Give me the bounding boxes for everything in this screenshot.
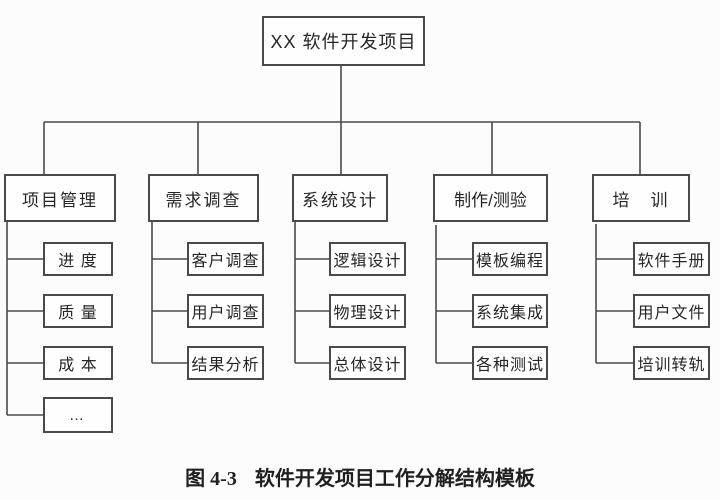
branch4-spine — [435, 225, 472, 364]
child-node-user-survey: 用户调查 — [187, 294, 264, 328]
branch1-spine — [6, 222, 43, 416]
branch2-spine — [151, 222, 187, 364]
child-node-physical-design: 物理设计 — [329, 294, 406, 328]
child-node-various-tests: 各种测试 — [472, 346, 548, 380]
child-node-ellipsis: … — [43, 397, 113, 433]
child-node-quality: 质 量 — [43, 294, 113, 328]
child-node-software-manual: 软件手册 — [633, 242, 710, 276]
child-node-result-analysis: 结果分析 — [187, 346, 264, 380]
child-node-progress: 进 度 — [43, 242, 113, 276]
branch-node-training: 培 训 — [592, 174, 690, 222]
child-node-template-programming: 模板编程 — [472, 242, 548, 276]
child-node-user-documents: 用户文件 — [633, 294, 710, 328]
branch5-spine — [595, 224, 633, 364]
figure-title: 软件开发项目工作分解结构模板 — [254, 468, 535, 490]
child-node-cost: 成 本 — [43, 346, 113, 380]
figure-caption: 图 4-3 软件开发项目工作分解结构模板 — [0, 462, 720, 491]
figure-number: 图 4-3 — [185, 468, 237, 490]
child-node-overall-design: 总体设计 — [329, 346, 406, 380]
level2-drop-lines — [43, 122, 641, 174]
branch-node-requirements-survey: 需求调查 — [148, 174, 259, 222]
branch-node-production-testing: 制作/测验 — [433, 174, 548, 222]
root-node-project: XX 软件开发项目 — [262, 16, 425, 66]
child-node-customer-survey: 客户调查 — [187, 242, 264, 276]
branch-node-project-management: 项目管理 — [4, 174, 116, 222]
child-node-system-integration: 系统集成 — [472, 294, 548, 328]
child-node-logical-design: 逻辑设计 — [329, 242, 406, 276]
branch3-spine — [294, 222, 329, 364]
branch-node-system-design: 系统设计 — [292, 174, 388, 222]
child-node-training-transition: 培训转轨 — [633, 346, 710, 380]
